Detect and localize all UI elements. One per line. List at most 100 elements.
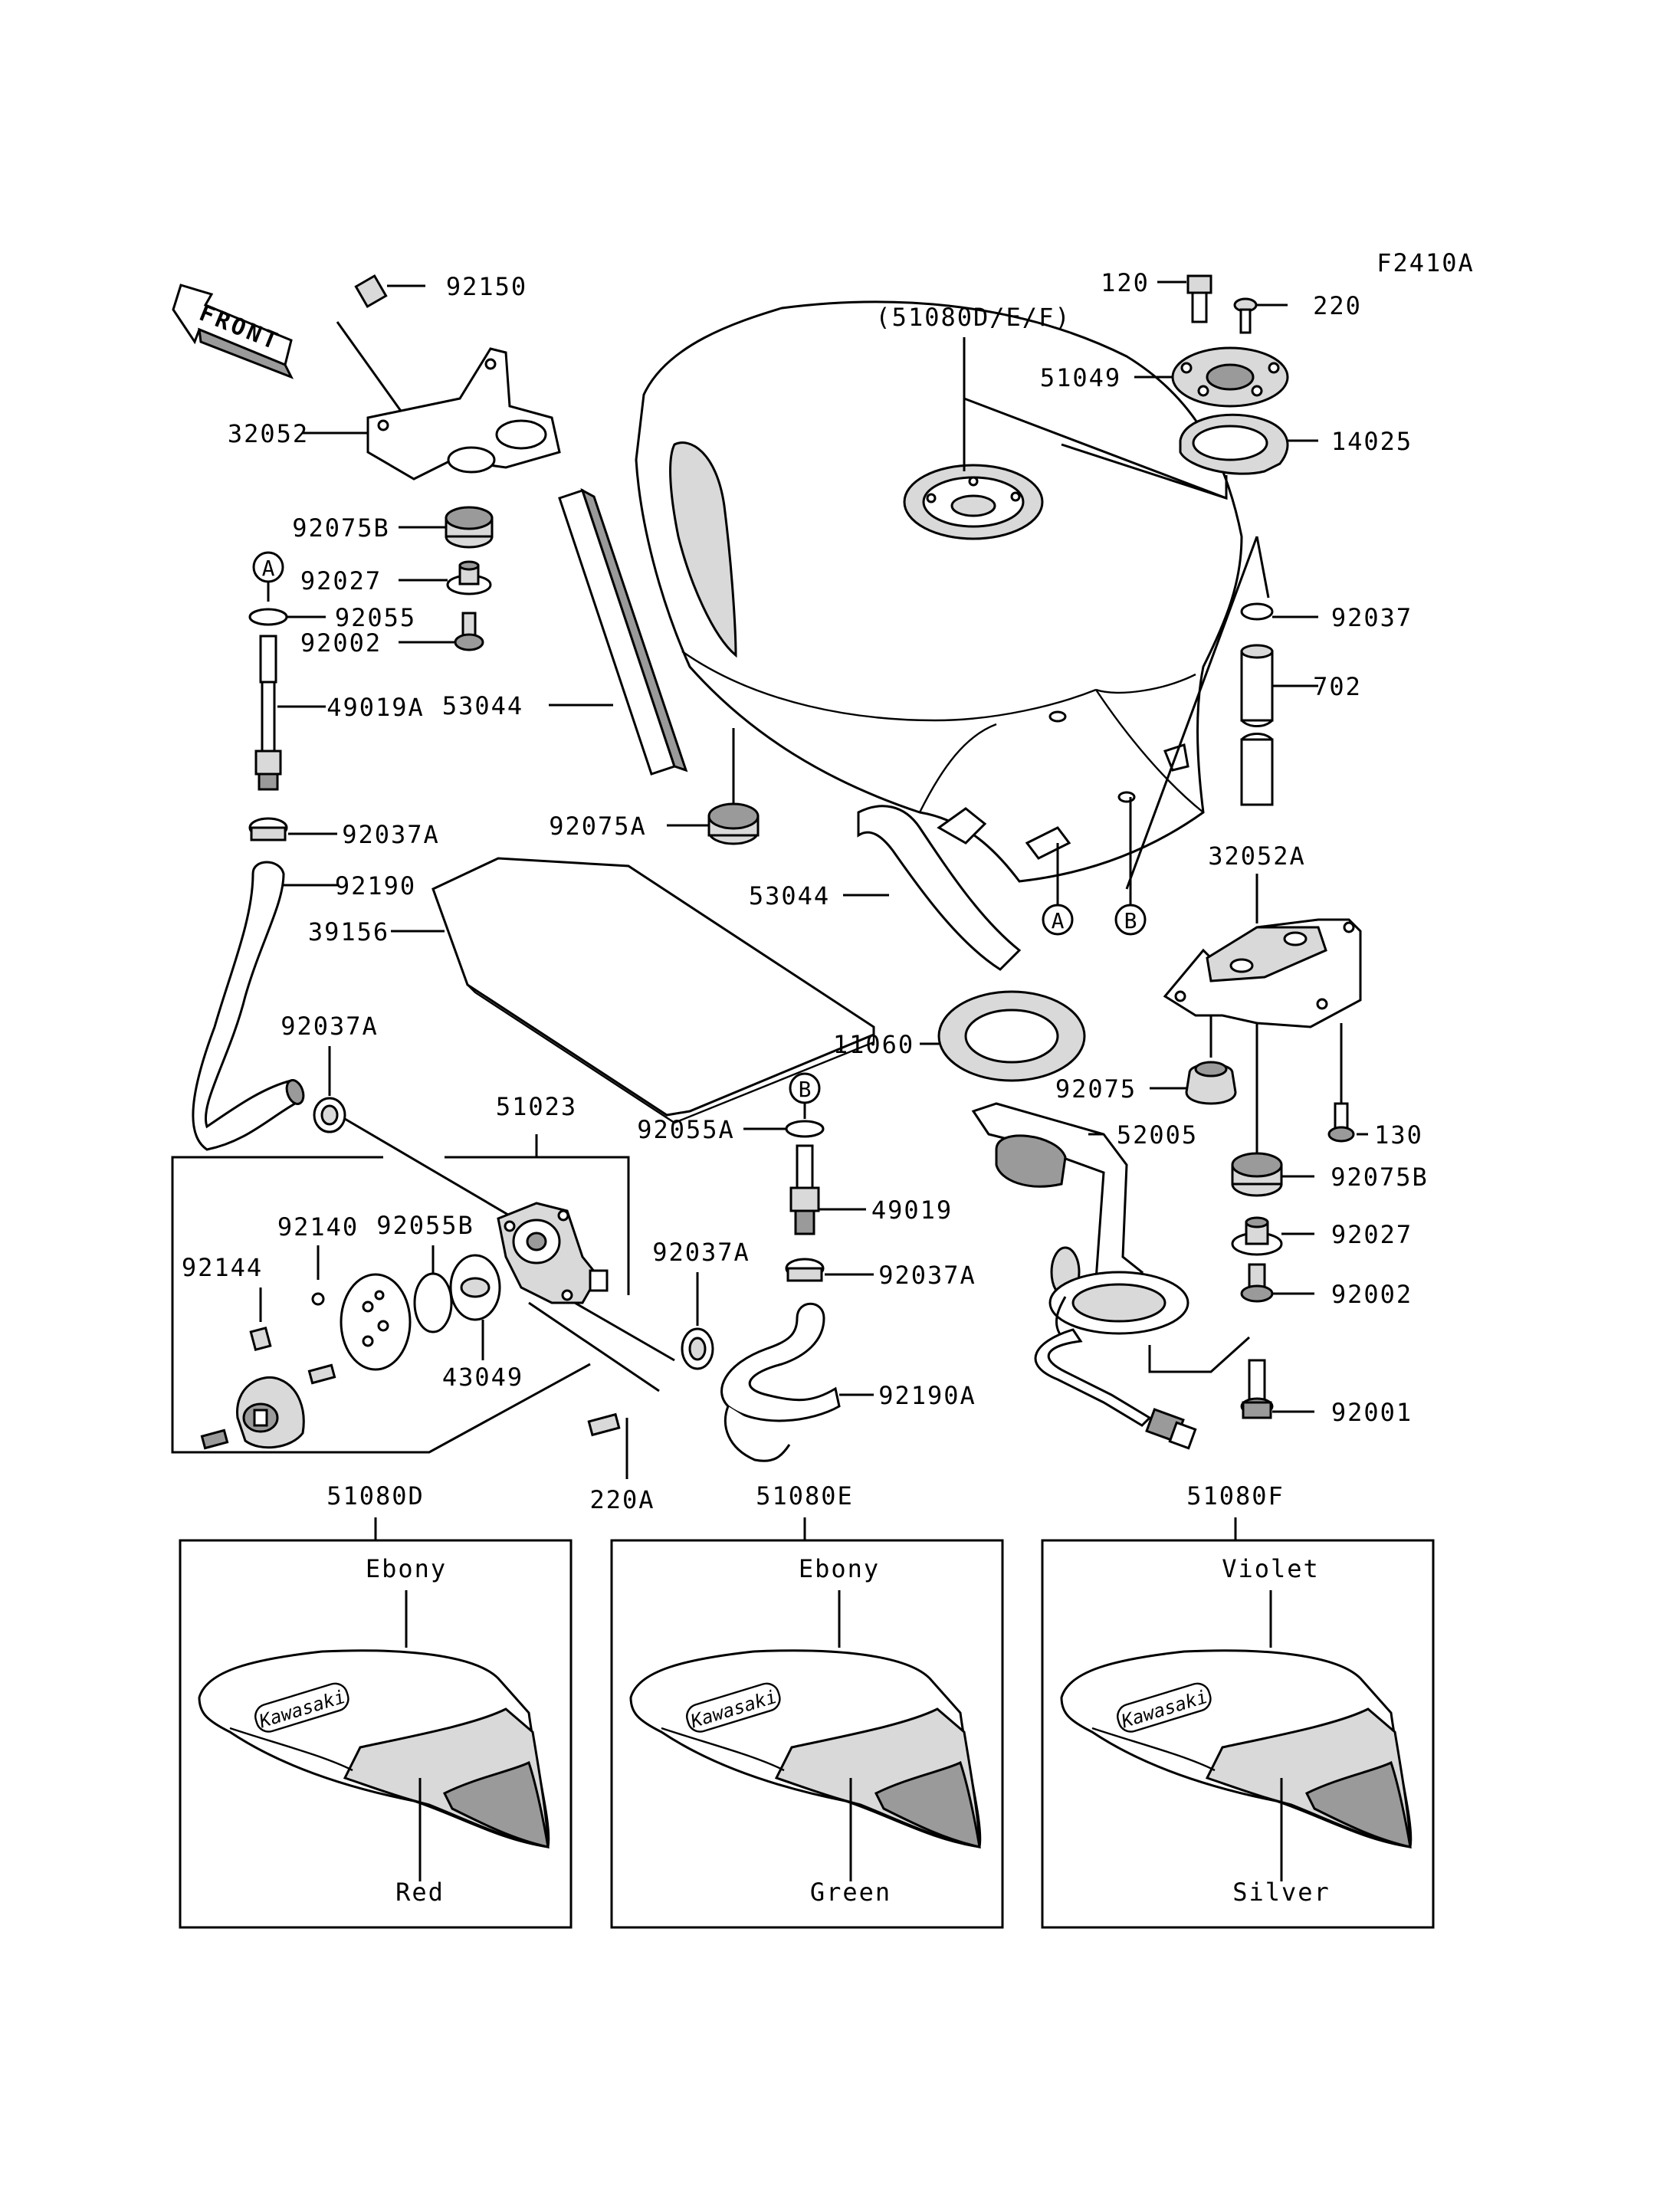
grommet-92075A (667, 728, 760, 845)
label-53044-b: 53044 (749, 881, 830, 910)
diaphragm-43049 (449, 1254, 501, 1360)
label-92055: 92055 (335, 603, 416, 632)
label-92037A-4: 92037A (878, 1261, 976, 1290)
label-120: 120 (1101, 268, 1150, 297)
label-51049: 51049 (1040, 363, 1121, 392)
grommet-92075B-left (399, 506, 494, 549)
label-92001: 92001 (1331, 1398, 1413, 1427)
svg-text:A: A (262, 556, 275, 581)
bolt-92002-left (399, 612, 484, 651)
svg-text:B: B (1124, 908, 1137, 933)
screw-120 (1157, 274, 1212, 323)
fuel-cock-group (171, 1134, 675, 1454)
label-49019: 49019 (871, 1196, 953, 1225)
cap-base-14025 (1061, 413, 1318, 500)
label-92027-right: 92027 (1331, 1220, 1413, 1249)
lever-plate (340, 1273, 412, 1371)
label-92055B: 92055B (376, 1211, 474, 1240)
label-49019A: 49019A (326, 693, 425, 722)
front-arrow-icon: FRONT (172, 284, 294, 379)
label-32052A: 32052A (1208, 841, 1306, 871)
label-92027-left: 92027 (300, 566, 382, 595)
variant-top-color-d: Ebony (366, 1554, 447, 1583)
label-92150: 92150 (446, 272, 527, 301)
label-92075: 92075 (1055, 1074, 1137, 1104)
oring-92055A (743, 1120, 825, 1138)
variant-panel-e: 51080E Ebony Kawasaki Green (610, 1481, 1004, 1929)
label-39156: 39156 (308, 917, 389, 946)
label-92037A-3: 92037A (652, 1238, 750, 1267)
label-92075A: 92075A (549, 812, 647, 841)
svg-text:B: B (799, 1077, 812, 1102)
svg-text:A: A (1052, 908, 1065, 933)
label-92190: 92190 (335, 871, 416, 900)
variant-panel-f: 51080F Violet Kawasaki Silver (1041, 1481, 1435, 1929)
label-11060: 11060 (833, 1030, 914, 1059)
bolt-92002-right (1240, 1263, 1314, 1303)
label-52005: 52005 (1117, 1120, 1198, 1150)
label-92037A-1: 92037A (342, 820, 440, 849)
screw-220 (1233, 297, 1288, 334)
pad-39156 (391, 857, 875, 1124)
bracket-32052 (303, 347, 561, 481)
label-92002-right: 92002 (1331, 1280, 1413, 1309)
label-92075B-right: 92075B (1331, 1163, 1429, 1192)
variant-bottom-color-d: Red (395, 1878, 445, 1907)
spring-92144 (249, 1287, 272, 1352)
pipe-49019A (254, 635, 326, 791)
label-220A: 220A (589, 1485, 655, 1514)
ref-marker-b-tank: B (1114, 797, 1147, 936)
variant-code-d: 51080D (326, 1481, 425, 1511)
clip-92037 (1125, 536, 1318, 890)
variant-code-f: 51080F (1186, 1481, 1285, 1511)
seal-strip-53044-a (549, 487, 688, 776)
ref-marker-a-top: A (252, 551, 284, 602)
label-130: 130 (1374, 1120, 1423, 1150)
clamp-92037A-4 (785, 1258, 874, 1282)
ball-92140 (311, 1245, 325, 1306)
label-43049: 43049 (442, 1363, 523, 1392)
clamp-92037A-2 (313, 1046, 522, 1224)
clamp-92037A-1 (248, 817, 337, 841)
ref-marker-a-tank: A (1042, 843, 1074, 936)
label-92075B-left: 92075B (292, 513, 390, 543)
bolt-130 (1327, 1023, 1368, 1143)
label-14025: 14025 (1331, 427, 1413, 456)
label-92055A: 92055A (637, 1115, 735, 1144)
variant-bottom-color-f: Silver (1232, 1878, 1331, 1907)
grommet-92075B-right (1231, 1023, 1314, 1197)
screw-220A (587, 1412, 628, 1479)
oring-92055B (413, 1245, 453, 1333)
bolt-92001 (1240, 1359, 1314, 1419)
fuel-pump-52005 (971, 1102, 1251, 1450)
hose-92190 (192, 861, 337, 1151)
variant-code-e: 51080E (756, 1481, 854, 1511)
label-220: 220 (1313, 291, 1362, 320)
oring-92055 (248, 608, 326, 626)
tank-ref-label: (51080D/E/F) (875, 303, 1071, 332)
collar-92027-left (399, 560, 492, 595)
label-92144: 92144 (182, 1253, 263, 1282)
label-92190A: 92190A (878, 1381, 976, 1410)
screw-set (200, 1363, 336, 1450)
variant-top-color-e: Ebony (799, 1554, 880, 1583)
label-92037A-2: 92037A (281, 1012, 379, 1041)
pipe-49019 (789, 1144, 866, 1235)
label-702: 702 (1313, 672, 1362, 701)
hose-702 (1240, 644, 1318, 806)
figure-code: F2410A (1376, 248, 1475, 277)
bracket-32052A (1163, 874, 1362, 1028)
variant-bottom-color-e: Green (810, 1878, 891, 1907)
cap-51049 (1134, 346, 1289, 408)
clamp-92037A-3 (681, 1272, 714, 1370)
label-32052: 32052 (228, 419, 309, 448)
label-51023: 51023 (496, 1092, 577, 1121)
grommet-92075 (1150, 1015, 1237, 1105)
label-92002-left: 92002 (300, 628, 382, 658)
fuel-tank (635, 300, 1243, 883)
hose-92190A (720, 1302, 874, 1462)
seal-strip-53044-b (843, 805, 1022, 971)
label-92140: 92140 (277, 1212, 359, 1242)
